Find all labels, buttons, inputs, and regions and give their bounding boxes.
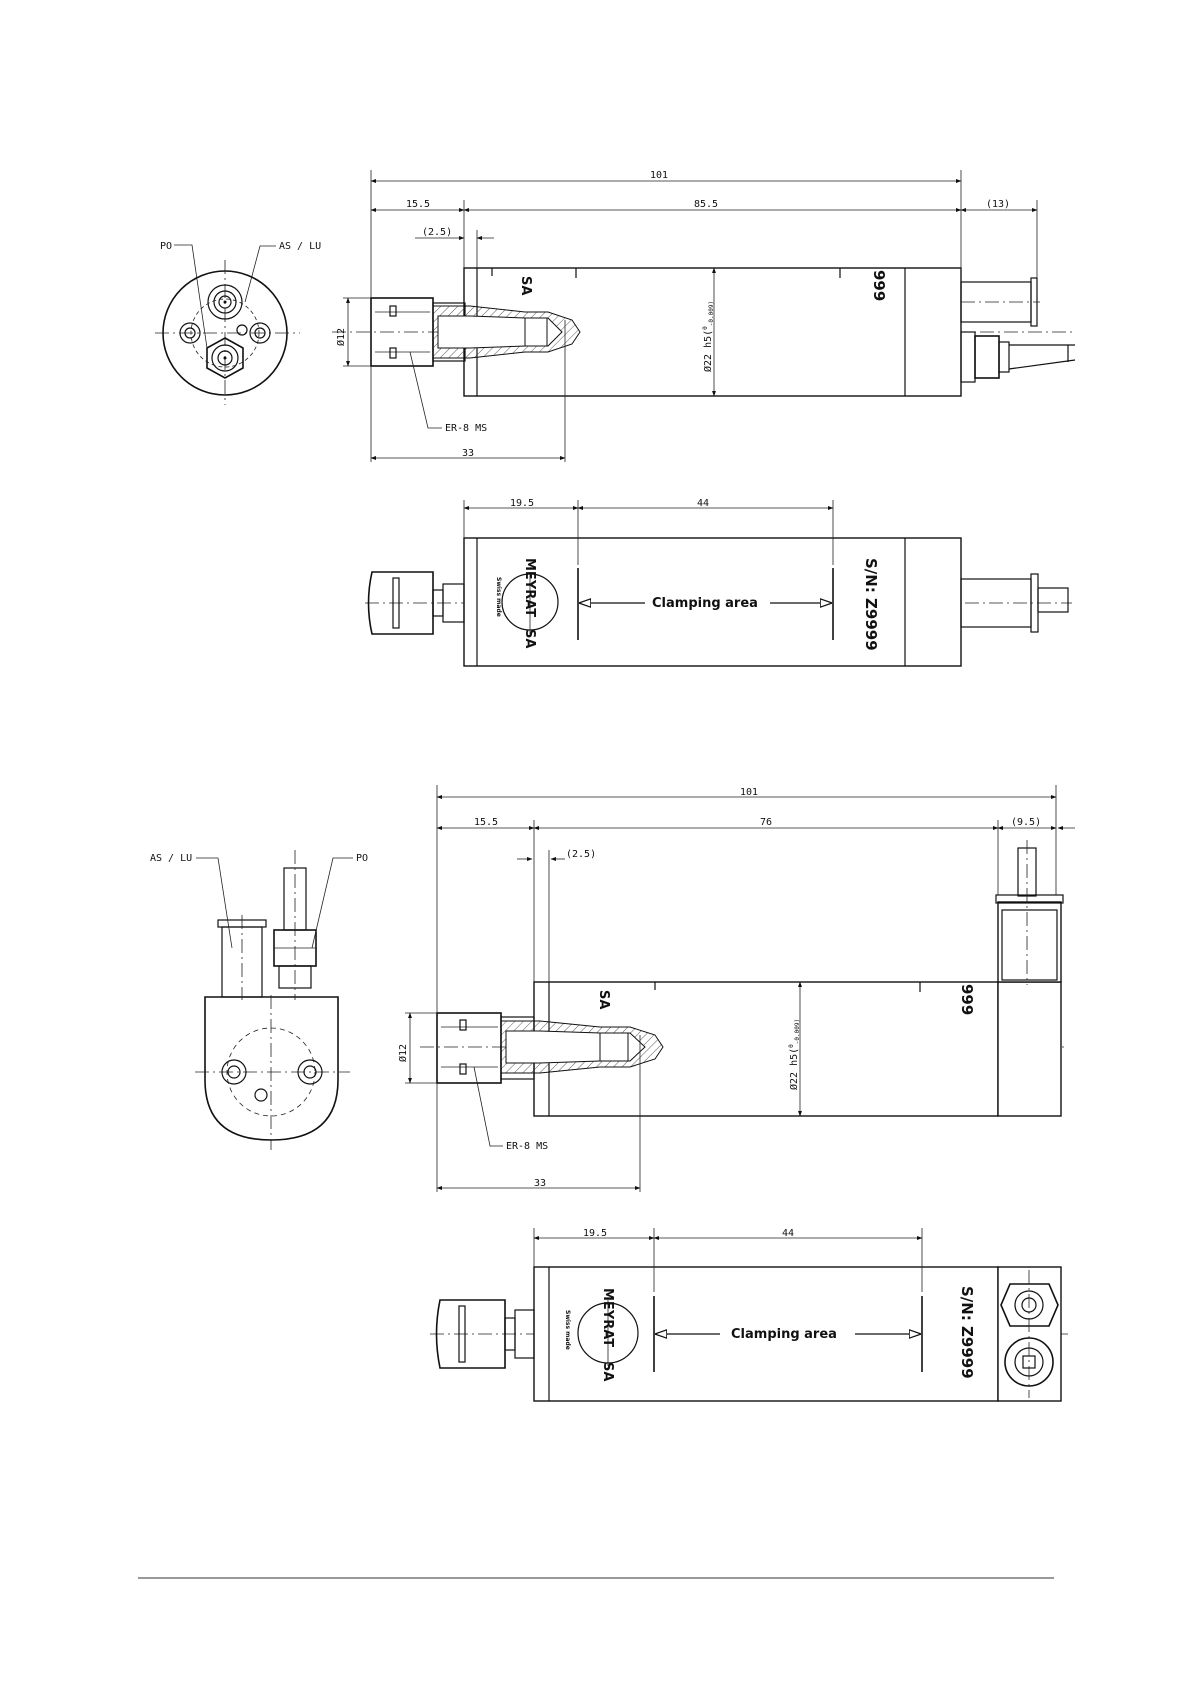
label-clamping: Clamping area bbox=[652, 596, 758, 611]
collet-nut-top-2 bbox=[437, 1300, 506, 1368]
dim-depth: 33 bbox=[462, 448, 474, 459]
angle-head bbox=[998, 982, 1061, 1116]
dim-clamp-length-2: 44 bbox=[782, 1228, 794, 1239]
serial-number: S/N: Z9999 bbox=[862, 558, 880, 651]
partial-brand-sa: SA bbox=[518, 276, 533, 295]
dim-clamp-offset-2: 19.5 bbox=[583, 1228, 607, 1239]
view1-end-view: PO AS / LU bbox=[155, 241, 321, 405]
view1-top-view: MEYRAT SA Swiss made Clamping area S/N: … bbox=[365, 498, 1072, 666]
dim-rear-2: (9.5) bbox=[1011, 817, 1041, 828]
label-po: PO bbox=[160, 241, 172, 252]
partial-brand-sa-2: SA bbox=[596, 990, 611, 1009]
collet-nut-2 bbox=[437, 1013, 501, 1083]
dim-rear: (13) bbox=[986, 199, 1010, 210]
view2-end-view: AS / LU PO bbox=[150, 850, 368, 1150]
view2-section-view: SA 999 101 15.5 76 (9.5) (2.5) Ø12 Ø22 h… bbox=[397, 785, 1075, 1192]
dim-front: 15.5 bbox=[406, 199, 430, 210]
label-collet-2: ER-8 MS bbox=[506, 1141, 548, 1152]
partial-serial-2: 999 bbox=[958, 984, 976, 1015]
swiss-made-2: Swiss made bbox=[564, 1310, 571, 1350]
label-collet: ER-8 MS bbox=[445, 423, 487, 434]
dim-front-2: 15.5 bbox=[474, 817, 498, 828]
dim-body: 85.5 bbox=[694, 199, 718, 210]
dim-step: (2.5) bbox=[422, 227, 452, 238]
label-as-lu: AS / LU bbox=[279, 241, 321, 252]
brand-name-2: MEYRAT bbox=[600, 1288, 615, 1347]
brand-sa: SA bbox=[522, 629, 537, 648]
label-po-2: PO bbox=[356, 853, 368, 864]
view1-section-view: SA 999 101 15.5 85.5 (13) (2.5) Ø12 Ø22 … bbox=[332, 170, 1075, 462]
partial-serial: 999 bbox=[870, 270, 888, 301]
angle-head-top bbox=[998, 1267, 1061, 1401]
dim-clamp-offset: 19.5 bbox=[510, 498, 534, 509]
angle-housing-end bbox=[205, 997, 338, 1140]
label-as-lu-2: AS / LU bbox=[150, 853, 192, 864]
dim-step-2: (2.5) bbox=[566, 849, 596, 860]
dim-depth-2: 33 bbox=[534, 1178, 546, 1189]
swiss-made: Swiss made bbox=[495, 577, 502, 617]
as-fitting-side bbox=[222, 927, 262, 997]
brand-sa-2: SA bbox=[600, 1362, 615, 1381]
label-clamping-2: Clamping area bbox=[731, 1327, 837, 1342]
dim-body-2: 76 bbox=[760, 817, 772, 828]
rear-gland-nut bbox=[975, 336, 999, 378]
dim-overall-2: 101 bbox=[740, 787, 758, 798]
dim-clamp-length: 44 bbox=[697, 498, 709, 509]
dim-overall: 101 bbox=[650, 170, 668, 181]
view2-top-view: MEYRAT SA Swiss made Clamping area S/N: … bbox=[430, 1228, 1068, 1401]
dim-collet-dia: Ø12 bbox=[335, 328, 347, 346]
dim-collet-dia-2: Ø12 bbox=[397, 1044, 409, 1062]
serial-number-2: S/N: Z9999 bbox=[958, 1286, 976, 1379]
brand-name: MEYRAT bbox=[522, 558, 537, 617]
